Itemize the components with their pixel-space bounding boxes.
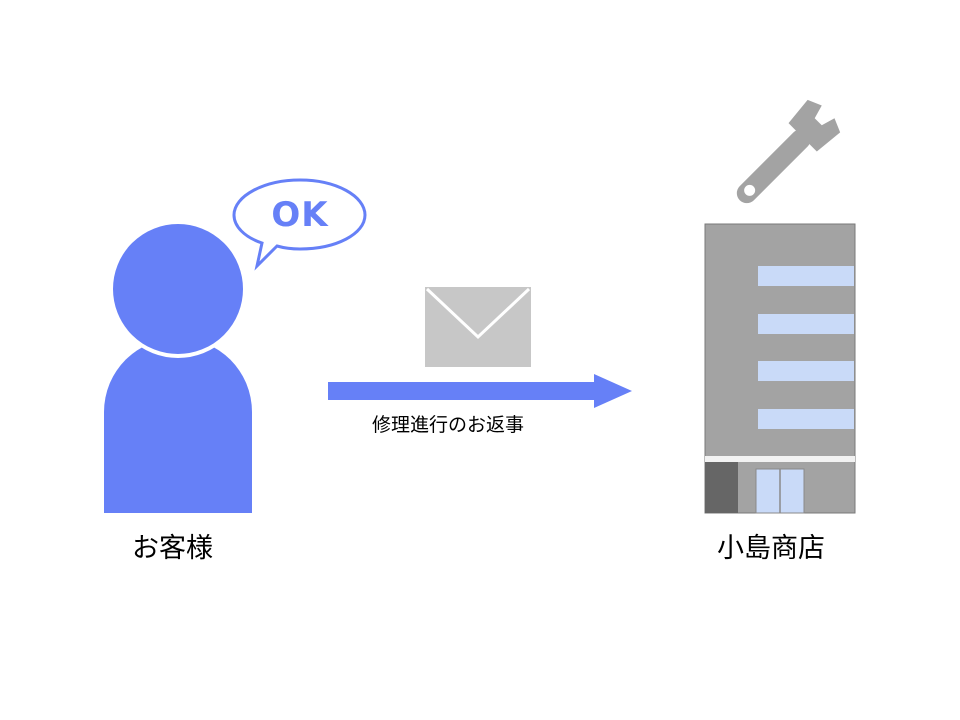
shop-label: 小島商店 (717, 533, 825, 564)
message-label: 修理進行のお返事 (372, 414, 525, 436)
building-window (758, 266, 854, 286)
arrow-right-icon (328, 374, 632, 408)
ok-text: OK (271, 195, 329, 235)
building-window (758, 409, 854, 429)
building-window (758, 314, 854, 334)
person-icon (104, 220, 252, 513)
wrench-icon (736, 99, 841, 204)
speech-bubble-icon (232, 178, 367, 271)
envelope-icon (425, 287, 531, 367)
building-window (758, 361, 854, 381)
building-icon (704, 223, 856, 514)
customer-label: お客様 (132, 533, 213, 564)
